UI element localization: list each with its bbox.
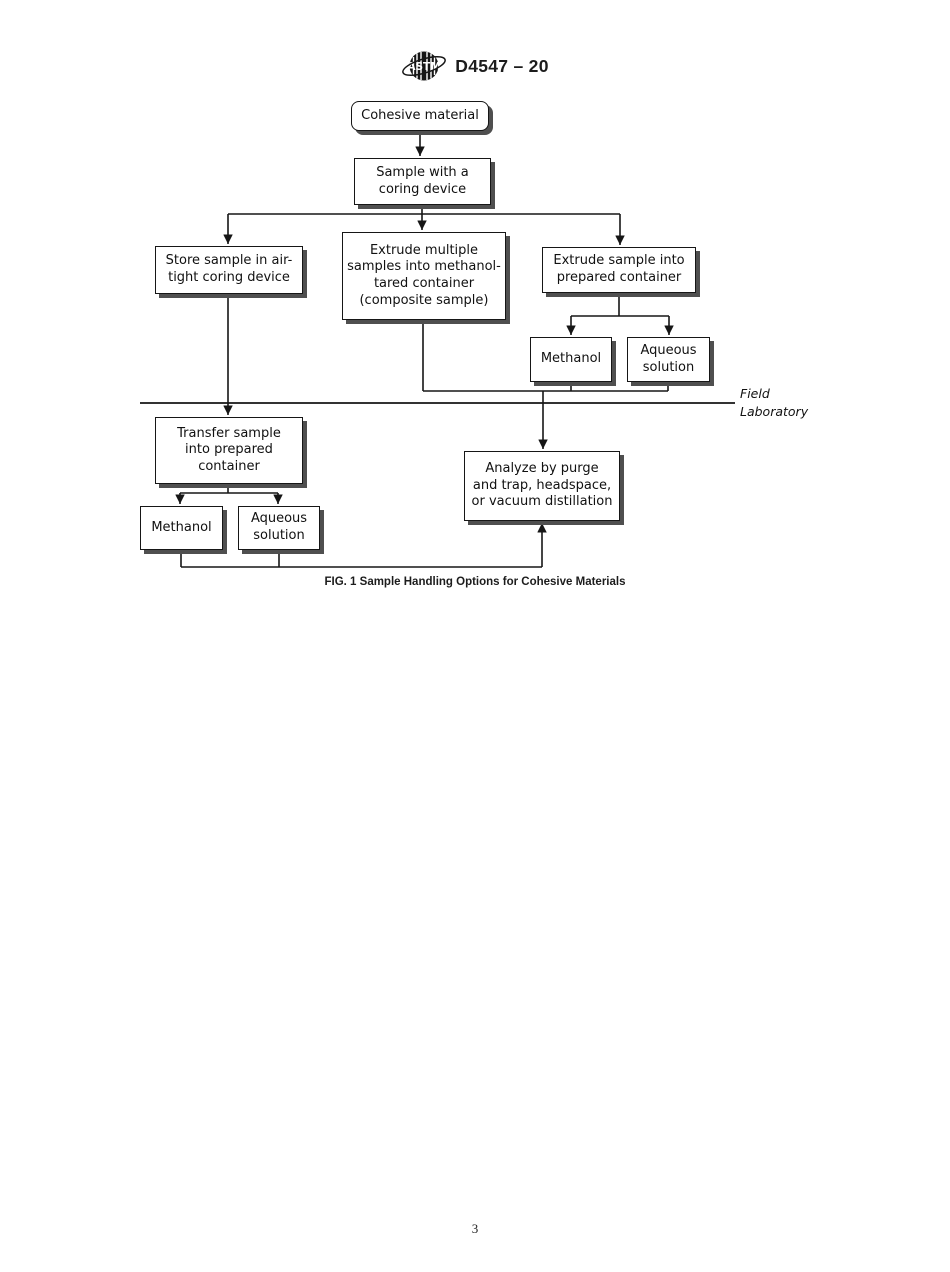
astm-logo: ASTM <box>402 51 447 81</box>
node-methanol-field: Methanol <box>530 337 612 382</box>
node-methanol-lab: Methanol <box>140 506 223 550</box>
figure-caption: FIG. 1 Sample Handling Options for Cohes… <box>324 576 626 588</box>
node-extrude-multiple-samples: Extrude multiple samples into methanol- … <box>342 232 506 320</box>
doc-number: D4547 – 20 <box>455 55 549 76</box>
node-aqueous-solution-field: Aqueous solution <box>627 337 710 382</box>
divider-label-laboratory: Laboratory <box>740 404 809 419</box>
node-transfer-sample: Transfer sample into prepared container <box>155 417 303 484</box>
node-extrude-sample: Extrude sample into prepared container <box>542 247 696 293</box>
connector-trunks <box>180 205 669 568</box>
flow-connectors <box>175 131 674 568</box>
node-sample-with-coring-device: Sample with a coring device <box>354 158 491 205</box>
page-number: 3 <box>471 1221 479 1236</box>
astm-orbit-ring <box>402 55 447 77</box>
connector-layer <box>140 131 735 568</box>
divider-label-field: Field <box>740 386 770 401</box>
doc-header: ASTM D4547 – 20 <box>0 46 950 86</box>
node-store-sample-airtight: Store sample in air- tight coring device <box>155 246 303 294</box>
node-analyze: Analyze by purge and trap, headspace, or… <box>464 451 620 521</box>
node-aqueous-solution-lab: Aqueous solution <box>238 506 320 550</box>
astm-globe-stripes <box>413 52 436 80</box>
node-cohesive-material: Cohesive material <box>351 101 489 131</box>
